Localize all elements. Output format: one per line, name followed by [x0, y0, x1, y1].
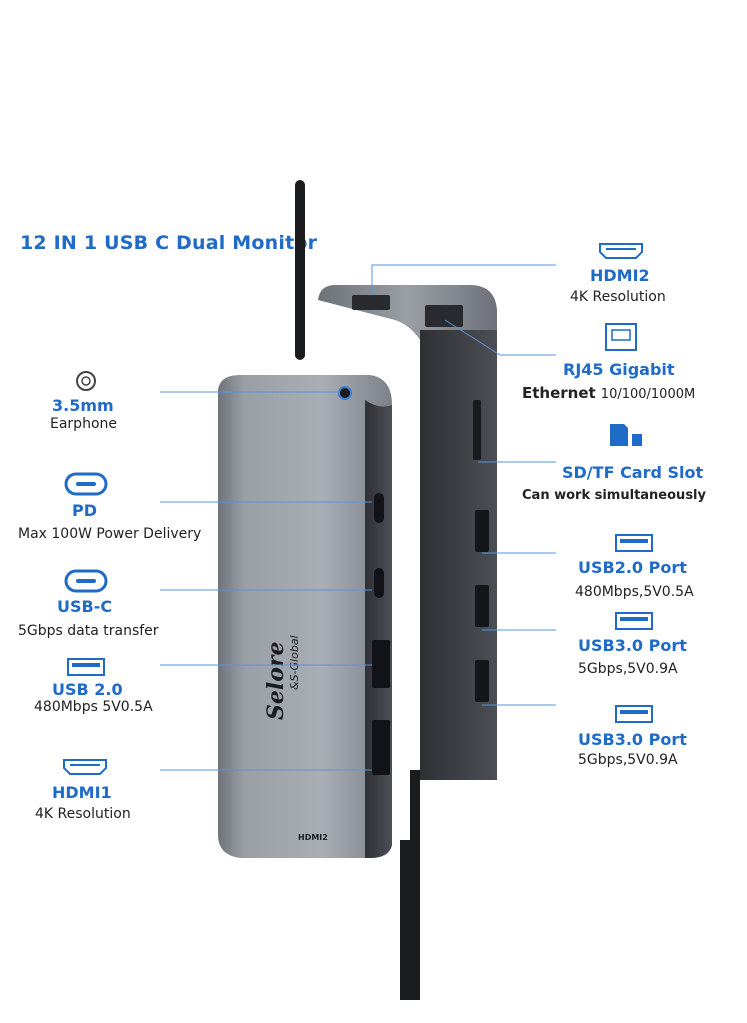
feature-usb3port-2-desc: 5Gbps,5V0.9A — [578, 752, 678, 768]
hdmi-print-label: HDMI2 — [298, 833, 328, 842]
hdmi-port-icon — [63, 759, 107, 775]
back-unit-port-side — [420, 330, 497, 780]
feature-sd-desc: Can work simultaneously — [522, 488, 706, 503]
usb-c-port-icon — [64, 472, 108, 496]
front-usbc-port — [374, 568, 384, 598]
hdmi-port-icon — [599, 243, 643, 259]
back-rj45-port — [425, 305, 463, 327]
usb-a-port-icon — [67, 658, 105, 676]
sd-slot — [473, 400, 481, 460]
feature-hdmi1-title: HDMI1 — [52, 783, 112, 802]
usb-a-port-icon — [615, 534, 653, 552]
feature-sd-title: SD/TF Card Slot — [562, 463, 704, 482]
feature-rj45-title: RJ45 Gigabit — [563, 360, 675, 379]
feature-hdmi2-title: HDMI2 — [590, 266, 650, 285]
feature-rj45-desc-row: Ethernet 10/100/1000M — [522, 383, 695, 402]
feature-usb2port-title: USB2.0 Port — [578, 558, 687, 577]
feature-pd-desc: Max 100W Power Delivery — [18, 526, 202, 542]
feature-usb2-desc: 480Mbps 5V0.5A — [34, 699, 153, 715]
earphone-jack — [338, 386, 352, 400]
back-usb-port-3 — [475, 660, 489, 702]
front-unit-body — [218, 375, 392, 858]
brand-logo-sub: &S-Global — [288, 635, 301, 690]
feature-usb2port-desc: 480Mbps,5V0.5A — [575, 584, 694, 600]
front-usb-port — [372, 640, 390, 688]
page-title: 12 IN 1 USB C Dual Monitor — [20, 232, 318, 254]
sd-card-icon — [610, 424, 642, 446]
feature-usb3port-1-desc: 5Gbps,5V0.9A — [578, 661, 678, 677]
feature-rj45-desc: 10/100/1000M — [600, 387, 696, 402]
back-usb-port-2 — [475, 585, 489, 627]
usb-c-port-icon — [64, 569, 108, 593]
feature-usbc-title: USB-C — [57, 597, 113, 616]
earphone-jack-icon — [76, 371, 96, 391]
feature-pd-title: PD — [72, 501, 98, 520]
feature-rj45-desc-bold: Ethernet — [522, 384, 596, 402]
usb-a-port-icon — [615, 612, 653, 630]
feature-usbc-desc: 5Gbps data transfer — [18, 623, 159, 639]
front-unit-port-side — [365, 400, 392, 858]
feature-usb3port-1-title: USB3.0 Port — [578, 636, 687, 655]
feature-3-5mm-desc: Earphone — [50, 416, 117, 432]
brand-logo-text: Selore — [263, 641, 289, 720]
usb-a-port-icon — [615, 705, 653, 723]
back-usb-port-1 — [475, 510, 489, 552]
feature-usb3port-2-title: USB3.0 Port — [578, 730, 687, 749]
feature-3-5mm-title: 3.5mm — [52, 396, 114, 415]
feature-hdmi2-desc: 4K Resolution — [570, 289, 666, 305]
feature-hdmi1-desc: 4K Resolution — [35, 806, 131, 822]
front-pd-port — [374, 493, 384, 523]
front-hdmi-port — [372, 720, 390, 775]
feature-usb2-title: USB 2.0 — [52, 680, 123, 699]
back-hdmi-port — [352, 295, 390, 310]
ethernet-port-icon — [605, 323, 637, 351]
